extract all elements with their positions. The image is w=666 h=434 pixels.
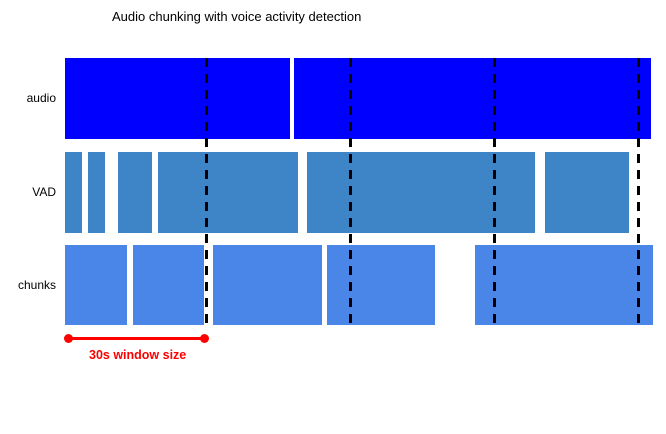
vad-bar-segment [545,152,629,233]
window-boundary-line [205,58,208,325]
window-boundary-line [637,58,640,325]
chunks-bar-segment [133,245,204,325]
window-size-arrow-end-dot [200,334,209,343]
vad-bar-segment [158,152,298,233]
chunks-bar-segment [327,245,435,325]
audio-bar-segment [65,58,290,139]
vad-bar-segment [88,152,105,233]
window-size-arrow [68,337,205,340]
vad-bar-segment [65,152,82,233]
window-boundary-line [493,58,496,325]
window-size-label: 30s window size [89,348,187,362]
figure-title: Audio chunking with voice activity detec… [112,9,362,24]
row-label-audio: audio [26,91,56,105]
window-boundary-line [349,58,352,325]
vad-bar-segment [307,152,535,233]
row-label-chunks: chunks [17,278,56,292]
window-size-arrow-start-dot [64,334,73,343]
chunks-bar-segment [475,245,653,325]
chunks-bar-segment [213,245,322,325]
chunks-bar-segment [65,245,127,325]
vad-bar-segment [118,152,152,233]
row-label-vad: VAD [32,185,56,199]
audio-bar-segment [294,58,651,139]
